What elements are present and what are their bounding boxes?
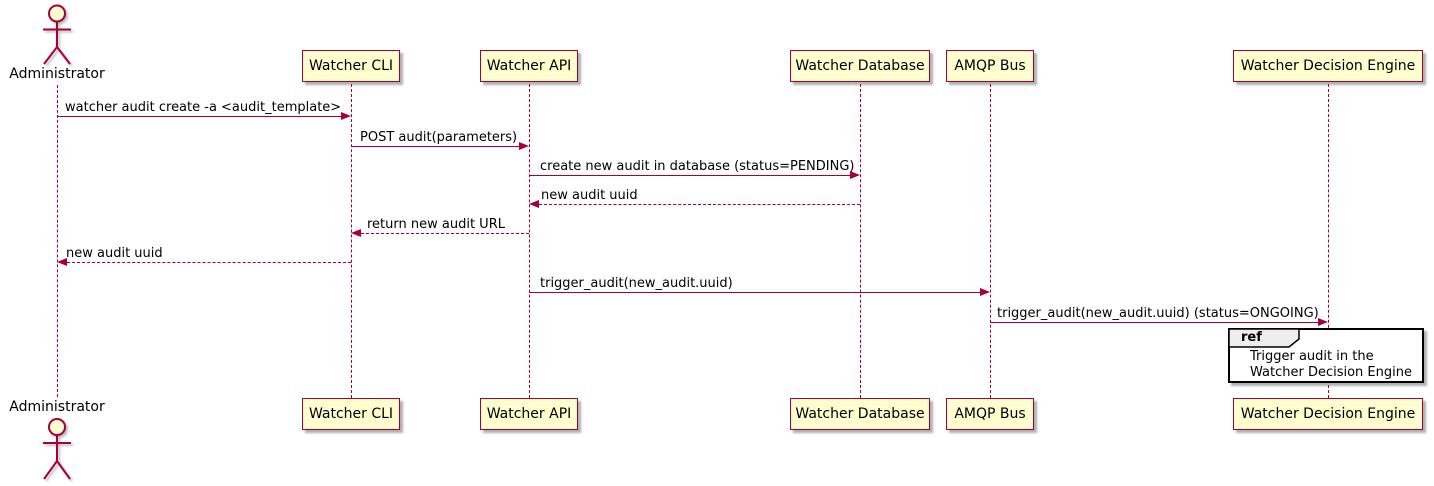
ref-fragment: ref Trigger audit in the Watcher Decisio… (1228, 328, 1424, 383)
ref-text-line: Watcher Decision Engine (1250, 365, 1412, 380)
participant-label: Watcher API (486, 58, 572, 74)
participant-amqp-bus-top: AMQP Bus (946, 50, 1034, 82)
arrowhead-icon (1318, 318, 1328, 326)
ref-text-line: Trigger audit in the (1250, 349, 1374, 364)
message-line (529, 292, 980, 293)
lifeline-watcher-cli (351, 84, 352, 398)
arrowhead-icon (529, 200, 539, 208)
participant-label: Watcher Database (795, 406, 925, 422)
message-label: new audit uuid (541, 188, 638, 203)
ref-tab-icon (1229, 329, 1300, 348)
participant-label: Watcher CLI (308, 58, 394, 74)
message-line (67, 262, 351, 263)
message-line (990, 322, 1318, 323)
participant-label: Watcher API (486, 406, 572, 422)
lifeline-watcher-decision-engine (1328, 84, 1329, 398)
participant-label: Watcher Database (795, 58, 925, 74)
arrowhead-icon (980, 288, 990, 296)
message-label: watcher audit create -a <audit_template> (65, 100, 342, 115)
participant-label: AMQP Bus (954, 406, 1026, 422)
ref-keyword: ref (1241, 330, 1262, 345)
arrowhead-icon (341, 112, 351, 120)
lifeline-administrator (57, 85, 58, 397)
participant-amqp-bus-bottom: AMQP Bus (946, 398, 1034, 430)
participant-label: Watcher CLI (308, 406, 394, 422)
participant-watcher-cli-bottom: Watcher CLI (302, 398, 400, 430)
participant-label: Watcher Decision Engine (1240, 58, 1416, 74)
message-label: return new audit URL (367, 217, 505, 232)
message-line (361, 233, 529, 234)
participant-watcher-cli-top: Watcher CLI (302, 50, 400, 82)
message-line (529, 175, 851, 176)
message-line (351, 146, 520, 147)
lifeline-watcher-database (860, 84, 861, 398)
arrowhead-icon (519, 142, 529, 150)
participant-label: Watcher Decision Engine (1240, 406, 1416, 422)
message-line (57, 116, 342, 117)
participant-watcher-database-top: Watcher Database (790, 50, 930, 82)
arrowhead-icon (351, 229, 361, 237)
participant-label: AMQP Bus (954, 58, 1026, 74)
participant-watcher-api-top: Watcher API (480, 50, 578, 82)
participant-watcher-database-bottom: Watcher Database (790, 398, 930, 430)
actor-administrator-icon (43, 4, 71, 65)
message-line (539, 204, 860, 205)
participant-watcher-decision-engine-top: Watcher Decision Engine (1233, 50, 1423, 82)
actor-administrator-icon (43, 418, 71, 480)
message-label: new audit uuid (66, 246, 163, 261)
message-label: create new audit in database (status=PEN… (540, 159, 855, 174)
participant-watcher-decision-engine-bottom: Watcher Decision Engine (1233, 398, 1423, 430)
actor-administrator-label-top: Administrator (9, 66, 105, 82)
actor-administrator-label-bottom: Administrator (9, 399, 105, 415)
arrowhead-icon (850, 171, 860, 179)
arrowhead-icon (57, 258, 67, 266)
lifeline-watcher-api (529, 84, 530, 398)
lifeline-amqp-bus (990, 84, 991, 398)
message-label: POST audit(parameters) (360, 130, 518, 145)
message-label: trigger_audit(new_audit.uuid) (status=ON… (997, 306, 1319, 321)
participant-watcher-api-bottom: Watcher API (480, 398, 578, 430)
message-label: trigger_audit(new_audit.uuid) (540, 276, 733, 291)
